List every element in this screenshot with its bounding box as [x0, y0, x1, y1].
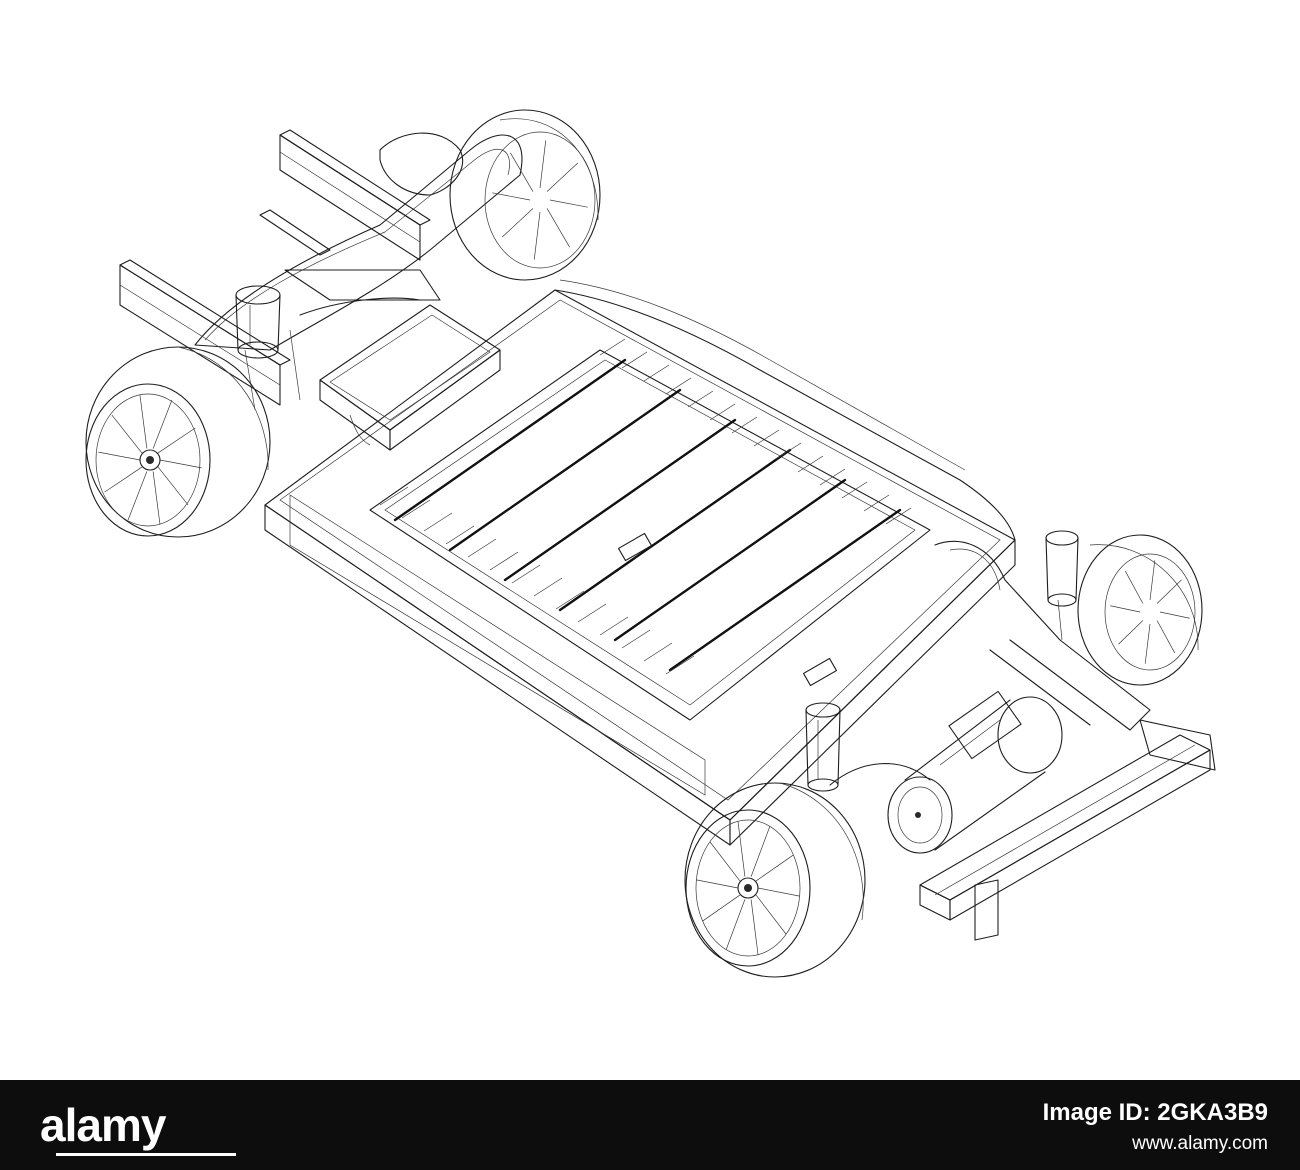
brand-logo: alamy	[40, 1099, 166, 1151]
battery-modules	[369, 338, 931, 721]
front-bumper-beams	[119, 129, 431, 406]
front-power-electronics-box	[319, 304, 501, 451]
brand-logo-mark	[56, 1153, 236, 1156]
site-url: www.alamy.com	[1132, 1133, 1268, 1154]
front-subframe	[194, 132, 523, 411]
rear-subframe	[829, 540, 1216, 786]
rear-drive-motor	[887, 690, 1063, 854]
battery-floor-pan	[264, 289, 1016, 846]
front-right-wheel	[449, 109, 601, 281]
rear-left-wheel	[684, 782, 866, 978]
chassis-wireframe-illustration	[85, 109, 1216, 978]
rear-bumper-beam	[919, 734, 1211, 941]
rear-left-shock-absorber	[805, 702, 841, 792]
chassis-drawing	[85, 109, 1216, 978]
image-id-label: Image ID: 2GKA3B9	[1042, 1099, 1268, 1126]
rear-right-shock-absorber	[1045, 530, 1079, 641]
rear-right-wheel	[1077, 534, 1203, 686]
right-side-rail	[554, 279, 1016, 541]
front-left-shock-absorber	[235, 285, 281, 359]
stock-photo-footer: alamy Image ID: 2GKA3B9 www.alamy.com	[0, 1080, 1300, 1170]
front-left-wheel	[85, 346, 271, 538]
